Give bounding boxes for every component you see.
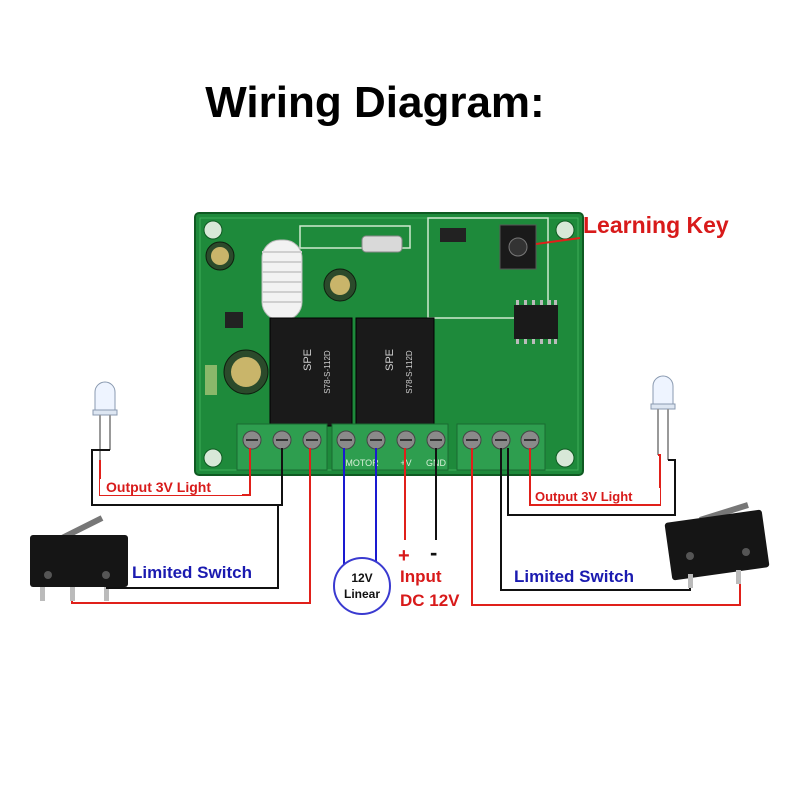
limit-switch-right	[664, 502, 770, 588]
resistor	[205, 365, 217, 395]
label-bg-right	[532, 488, 660, 504]
input-label-line2: DC 12V	[400, 591, 460, 610]
learning-key-label: Learning Key	[583, 212, 729, 238]
motor-terminal-label: MOTOR	[345, 458, 379, 468]
ic-chip	[514, 305, 558, 339]
label-bg-left	[100, 479, 242, 495]
plus-sign: +	[398, 545, 410, 567]
wire-right-light-red	[529, 448, 661, 506]
regulator-chip	[440, 228, 466, 242]
output-light-left-label: Output 3V Light	[106, 479, 211, 495]
led-left	[92, 381, 118, 460]
wire-left-switch-red	[71, 448, 311, 604]
wire-left-switch-black	[106, 505, 279, 589]
output-light-right-label: Output 3V Light	[535, 489, 633, 504]
relay-1: SPE S78-S-112D	[269, 317, 353, 427]
wire-right-switch-red	[471, 448, 741, 606]
led-right	[650, 375, 676, 460]
capacitor-3	[223, 349, 269, 395]
antenna-coil	[261, 239, 303, 321]
limit-switch-left	[30, 515, 128, 601]
motor-symbol	[333, 557, 391, 615]
learning-key-button[interactable]	[499, 224, 537, 270]
input-label-line1: Input	[400, 567, 442, 586]
wire-right-light-black	[507, 448, 676, 516]
crystal-oscillator	[361, 235, 403, 253]
relay-2: SPE S78-S-112D	[355, 317, 435, 427]
relay-2-brand: SPE	[384, 349, 396, 371]
relay-2-model: S78-S-112D	[405, 350, 414, 394]
wire-left-light-black	[91, 448, 283, 506]
limited-switch-left-label: Limited Switch	[132, 563, 252, 582]
minus-sign: -	[430, 540, 437, 565]
capacitor-1	[205, 241, 235, 271]
terminal-block-middle: MOTOR +V GND	[331, 423, 449, 471]
relay-1-brand: SPE	[302, 349, 314, 371]
motor-label-line1: 12V	[351, 571, 372, 585]
capacitor-2	[323, 268, 357, 302]
limited-switch-right-label: Limited Switch	[514, 567, 634, 586]
transistor	[225, 312, 243, 328]
learning-key-pointer	[535, 237, 581, 245]
motor-label-line2: Linear	[344, 587, 380, 601]
wire-right-switch-black	[500, 448, 691, 591]
page-title: Wiring Diagram:	[205, 78, 545, 127]
relay-1-model: S78-S-112D	[323, 350, 332, 394]
